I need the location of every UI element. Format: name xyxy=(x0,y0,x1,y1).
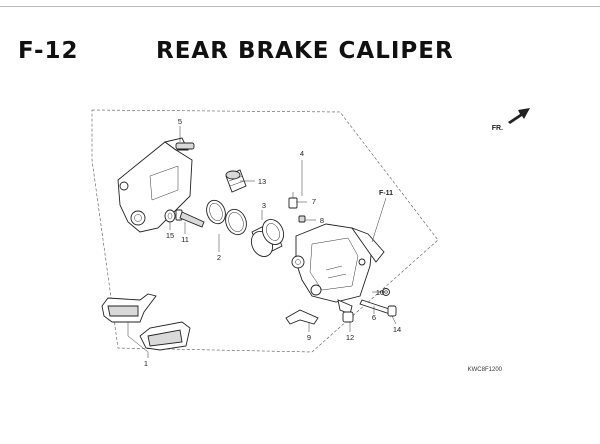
front-direction-arrow-icon xyxy=(508,108,530,124)
callout-15: 15 xyxy=(166,231,174,240)
bleed-cap xyxy=(298,215,306,223)
assembly-outline xyxy=(91,109,439,353)
callout-1: 1 xyxy=(144,359,148,368)
callout-14: 14 xyxy=(393,325,401,334)
callout-2: 2 xyxy=(217,253,221,262)
pin-bolt xyxy=(175,209,205,228)
drawing-code: KWC8F1200 xyxy=(468,367,503,373)
cross-ref-label: F-11 xyxy=(379,190,393,197)
callout-9: 9 xyxy=(307,333,311,342)
callout-8: 8 xyxy=(320,216,324,225)
pad-pin-plug xyxy=(337,299,354,323)
callout-3: 3 xyxy=(262,201,266,210)
piston-seals xyxy=(206,199,247,236)
callout-6: 6 xyxy=(372,313,376,322)
top-rule xyxy=(0,6,600,7)
pad-spring xyxy=(285,309,319,325)
leader-lines xyxy=(169,126,397,332)
bleed-valve xyxy=(288,192,298,209)
callout-10: 10 xyxy=(376,288,384,297)
callout-7: 7 xyxy=(312,197,316,206)
caliper-bracket xyxy=(117,137,195,233)
page-title: REAR BRAKE CALIPER xyxy=(156,38,454,64)
callout-4: 4 xyxy=(300,149,304,158)
caliper-piston xyxy=(250,219,285,257)
pin-plug xyxy=(387,305,397,317)
pad-pin xyxy=(359,299,393,315)
brake-pad-set xyxy=(101,293,191,358)
pin-boot xyxy=(225,169,247,193)
callout-11: 11 xyxy=(181,235,189,244)
caliper-body xyxy=(291,223,385,303)
page-code: F-12 xyxy=(18,38,79,64)
front-direction-label: FR. xyxy=(492,125,503,132)
callout-13: 13 xyxy=(258,177,266,186)
bolt-boot xyxy=(164,209,176,223)
callout-12: 12 xyxy=(346,333,354,342)
callout-5: 5 xyxy=(178,117,182,126)
